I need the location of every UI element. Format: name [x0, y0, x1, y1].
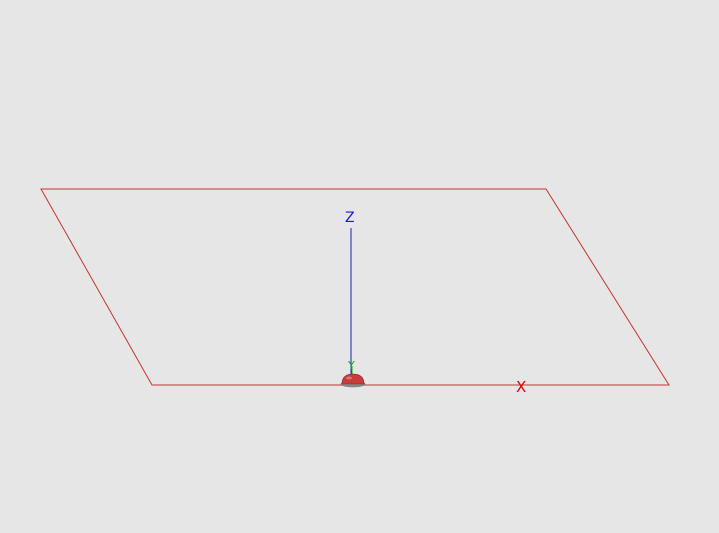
x-axis-label: X — [516, 378, 526, 396]
origin-marker-dome — [341, 373, 365, 385]
y-axis-label: Y — [347, 359, 355, 372]
ground-plane-outline — [40, 188, 670, 386]
origin-marker-highlight — [346, 376, 352, 380]
z-axis-label: Z — [345, 210, 355, 226]
origin-marker[interactable] — [340, 373, 366, 388]
